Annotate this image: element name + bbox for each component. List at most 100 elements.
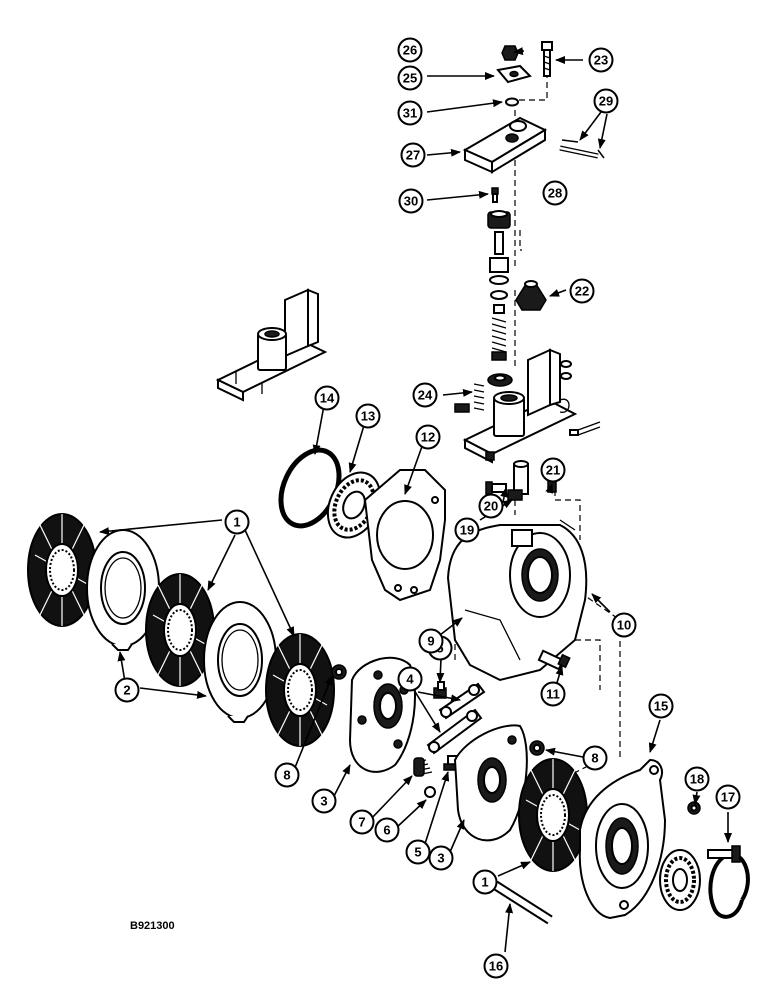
callout-26: 26 — [397, 37, 423, 63]
callout-label: 18 — [690, 772, 704, 787]
spring-24 — [454, 383, 485, 413]
callout-7: 7 — [349, 809, 375, 835]
callout-27: 27 — [400, 142, 426, 168]
callout-8-right: 8 — [582, 745, 608, 771]
shaft-16 — [492, 880, 553, 925]
callout-29: 29 — [593, 88, 619, 114]
callout-label: 7 — [358, 815, 365, 830]
callout-30: 30 — [398, 188, 424, 214]
callout-label: 27 — [406, 148, 420, 163]
callout-17: 17 — [715, 784, 741, 810]
callout-label: 23 — [594, 53, 608, 68]
callout-25: 25 — [397, 65, 423, 91]
nut-8-b — [529, 740, 545, 756]
callout-4: 4 — [397, 666, 423, 692]
callout-label: 30 — [404, 194, 418, 209]
callout-22: 22 — [569, 278, 595, 304]
callout-2: 2 — [114, 677, 140, 703]
caliper-3-a — [348, 656, 416, 773]
callout-1-upper: 1 — [224, 509, 250, 535]
spring-7 — [413, 757, 433, 777]
callout-label: 8 — [283, 768, 290, 783]
gasket-12 — [363, 469, 446, 602]
spring-stack — [487, 210, 547, 387]
bolt-11 — [537, 649, 571, 671]
bracket-27 — [462, 116, 548, 174]
callout-3-left: 3 — [311, 788, 337, 814]
callout-3-right: 3 — [428, 845, 454, 871]
nut-8-a — [331, 664, 347, 680]
link-4 — [426, 682, 486, 755]
bracket-detail-left — [215, 288, 328, 402]
callout-label: 28 — [548, 186, 562, 201]
callout-label: 17 — [721, 790, 735, 805]
callout-label: 21 — [546, 463, 560, 478]
callout-21: 21 — [540, 457, 566, 483]
callout-11: 11 — [540, 681, 566, 707]
callout-18: 18 — [684, 766, 710, 792]
callout-16: 16 — [483, 953, 509, 979]
callout-28: 28 — [542, 180, 568, 206]
callout-23: 23 — [588, 47, 614, 73]
callout-label: 14 — [320, 391, 335, 406]
callout-24: 24 — [412, 382, 438, 408]
cover-15 — [578, 758, 667, 920]
callout-label: 6 — [383, 823, 390, 838]
pin-28 — [559, 139, 605, 159]
friction-disc-1-d — [518, 758, 588, 872]
bearing-cup — [659, 849, 701, 911]
callout-8-left: 8 — [274, 762, 300, 788]
housing-9 — [446, 519, 588, 682]
callout-label: 20 — [484, 499, 498, 514]
callout-label: 3 — [437, 851, 444, 866]
nut-26 — [501, 45, 519, 61]
callout-label: 13 — [361, 409, 375, 424]
callout-label: 9 — [427, 634, 434, 649]
screw-30 — [491, 187, 499, 203]
callout-label: 11 — [546, 687, 560, 702]
washer-18 — [687, 801, 701, 815]
callout-label: 2 — [123, 683, 130, 698]
washer-31 — [505, 97, 519, 107]
figure-id: B921300 — [130, 920, 175, 932]
callout-label: 29 — [599, 94, 613, 109]
callout-label: 15 — [654, 699, 668, 714]
callout-label: 19 — [460, 523, 474, 538]
bolt-20 — [485, 481, 507, 495]
callout-31: 31 — [397, 100, 423, 126]
callout-label: 3 — [320, 794, 327, 809]
callout-1-lower: 1 — [472, 869, 498, 895]
callout-15: 15 — [648, 693, 674, 719]
callout-9: 9 — [418, 628, 444, 654]
friction-disc-1-c — [265, 633, 335, 747]
callout-label: 31 — [403, 106, 417, 121]
callout-5-lower: 5 — [405, 839, 431, 865]
bolt-17 — [707, 845, 741, 863]
ball-6 — [424, 786, 436, 798]
leader-lines — [99, 47, 732, 953]
spring-22 — [515, 280, 547, 311]
callout-13: 13 — [355, 403, 381, 429]
callout-label: 12 — [421, 430, 435, 445]
callout-label: 26 — [403, 43, 417, 58]
pivot-19 — [507, 460, 529, 501]
callout-label: 24 — [418, 388, 433, 403]
callout-14: 14 — [314, 385, 340, 411]
small-hardware — [559, 360, 601, 436]
housing-bracket — [454, 348, 601, 464]
callout-label: 16 — [489, 959, 503, 974]
callout-12: 12 — [415, 424, 441, 450]
callout-label: 4 — [406, 672, 414, 687]
callout-6: 6 — [374, 817, 400, 843]
callout-19: 19 — [454, 517, 480, 543]
callout-label: 1 — [481, 875, 488, 890]
callout-label: 8 — [591, 751, 598, 766]
friction-disc-1-a — [27, 513, 97, 627]
callout-label: 1 — [233, 515, 240, 530]
callout-label: 25 — [403, 71, 417, 86]
snap-ring — [708, 852, 750, 919]
callout-10: 10 — [611, 612, 637, 638]
callout-label: 5 — [414, 845, 421, 860]
caliper-3-b — [453, 724, 528, 842]
